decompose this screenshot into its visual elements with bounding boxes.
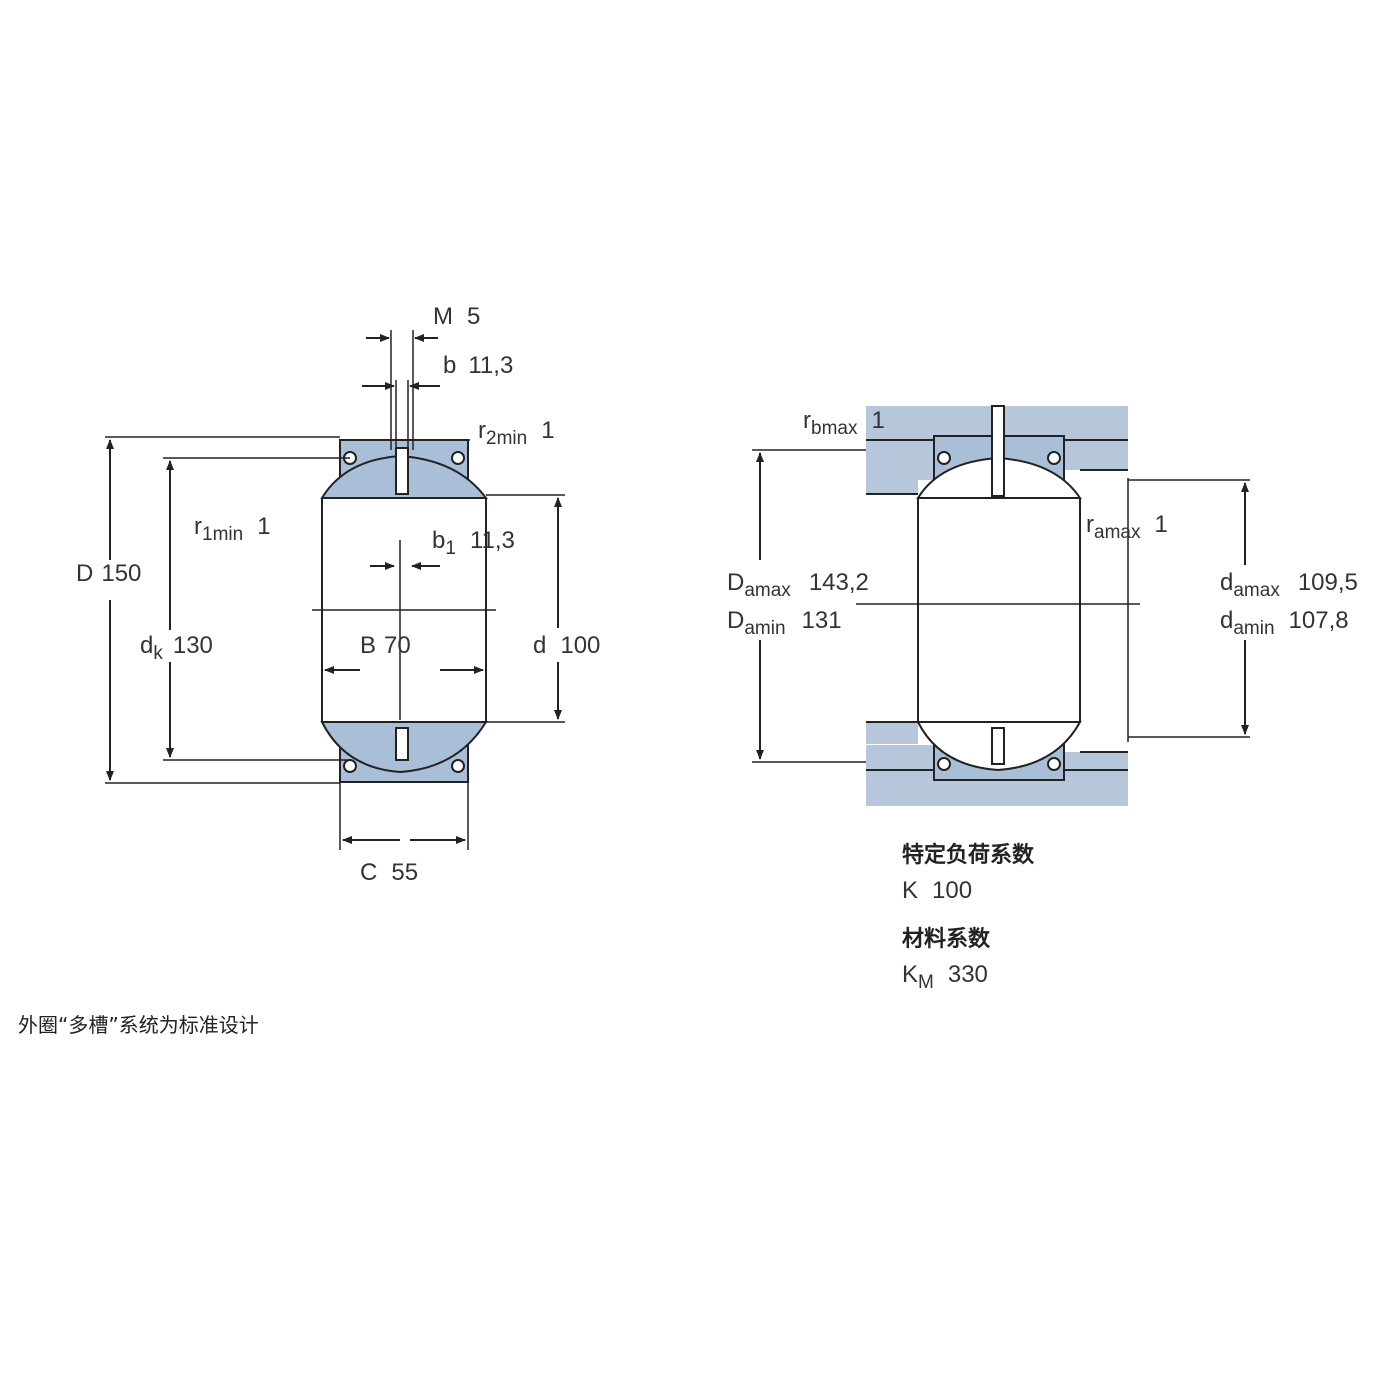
footnote: 外圈“多槽”系统为标准设计	[18, 1013, 259, 1037]
bearing-section-view	[312, 330, 496, 850]
load-factor-title: 特定负荷系数	[902, 842, 1035, 868]
left-dimensions	[105, 334, 565, 844]
right-dimensions	[752, 449, 1250, 763]
mounting-view	[856, 405, 1140, 806]
material-factor-title: 材料系数	[902, 926, 991, 952]
